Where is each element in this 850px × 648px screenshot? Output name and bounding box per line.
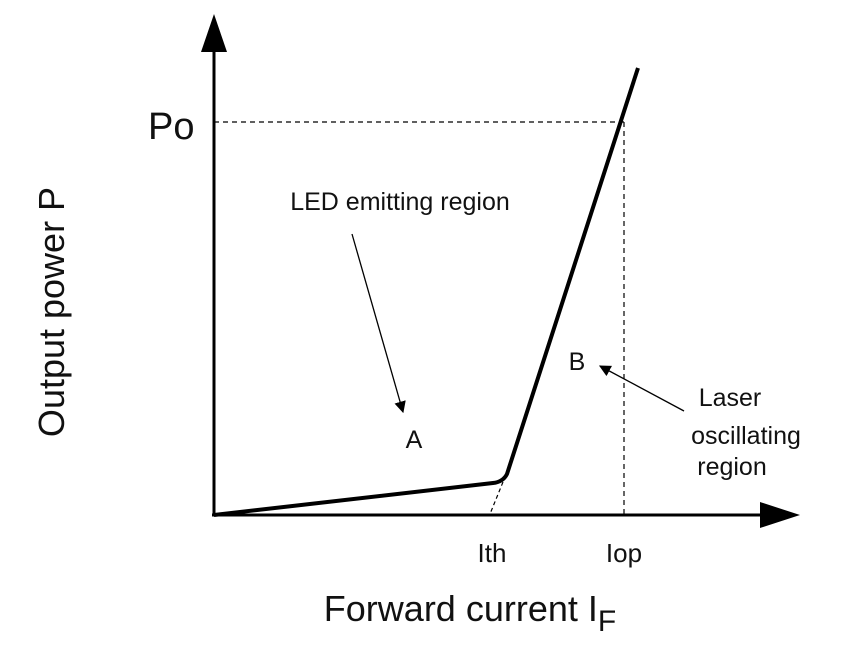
ith-dashed-extension	[489, 481, 504, 515]
x-axis-label-main: Forward current I	[324, 588, 598, 629]
x-axis-label-subscript: F	[598, 605, 616, 638]
point-b-label: B	[569, 348, 586, 376]
x-axis-arrowhead	[760, 502, 800, 528]
y-axis-arrowhead	[201, 14, 227, 52]
po-label: Po	[148, 106, 194, 148]
characteristic-curve	[213, 67, 640, 517]
led-region-arrow	[351, 233, 406, 414]
y-axis-label: Output power P	[31, 187, 72, 437]
laser-region-arrow	[598, 365, 685, 412]
led-region-label: LED emitting region	[290, 188, 510, 216]
point-a-label: A	[406, 426, 423, 454]
laser-region-label-line2: oscillating	[691, 422, 801, 450]
iop-label: Iop	[606, 538, 642, 568]
ith-label: Ith	[478, 538, 507, 568]
laser-region-label-line1: Laser	[699, 384, 762, 412]
laser-region-label-line3: region	[697, 453, 767, 481]
x-axis-label: Forward current IF	[324, 588, 616, 638]
